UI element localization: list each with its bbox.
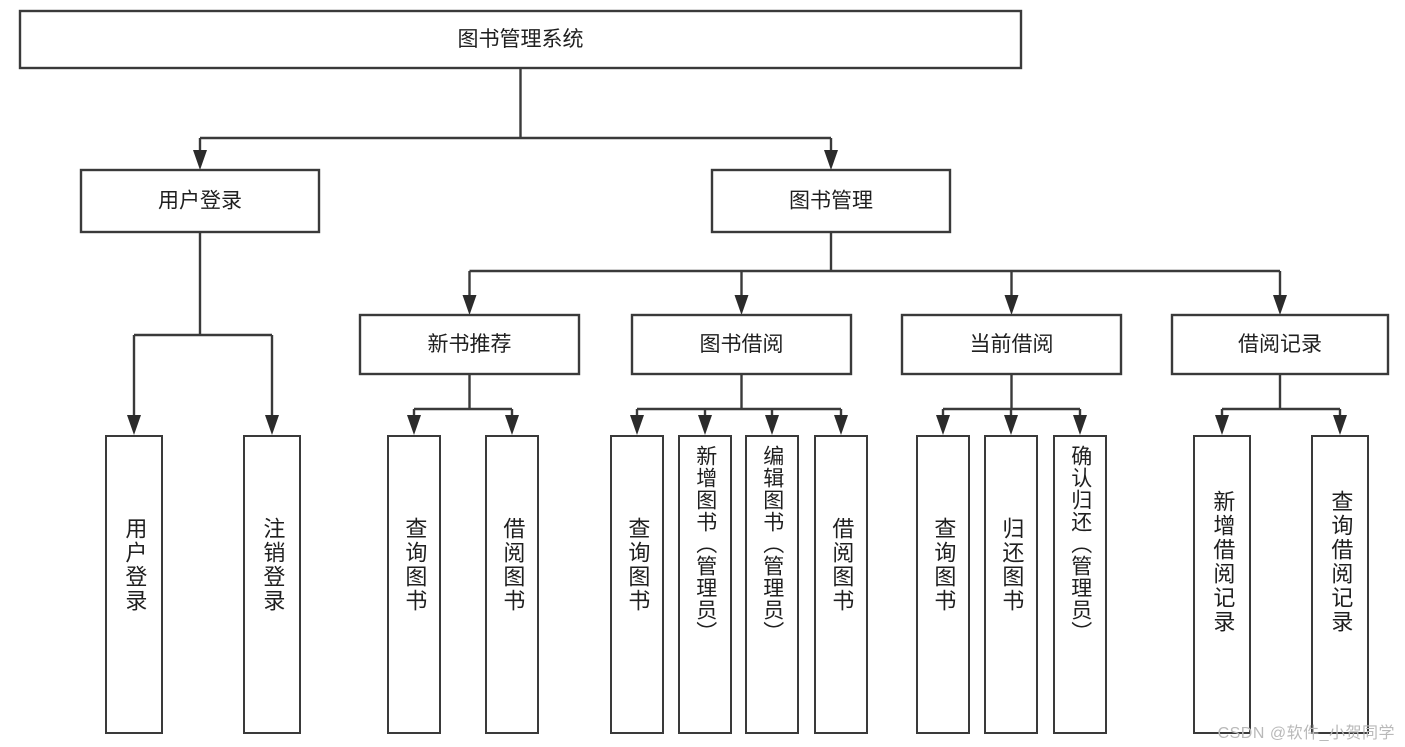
node-leaf-cur-return-book[interactable]: 归还图书 bbox=[984, 435, 1038, 734]
node-leaf-cur-return-book-label: 归还图书 bbox=[999, 517, 1025, 613]
node-leaf-borrow-edit-book-label: 编辑图书（管理员） bbox=[760, 445, 784, 643]
arrow-head-icon bbox=[1215, 415, 1229, 435]
node-book-manage[interactable]: 图书管理 bbox=[710, 168, 952, 234]
node-current-borrow-label: 当前借阅 bbox=[970, 333, 1054, 356]
node-leaf-cur-query-book-label: 查询图书 bbox=[931, 517, 957, 613]
arrow-head-icon bbox=[193, 150, 207, 170]
arrow-head-icon bbox=[824, 150, 838, 170]
arrow-head-icon bbox=[127, 415, 141, 435]
node-new-book-rec[interactable]: 新书推荐 bbox=[358, 313, 581, 376]
node-leaf-cur-confirm-return[interactable]: 确认归还（管理员） bbox=[1053, 435, 1107, 734]
node-user-login[interactable]: 用户登录 bbox=[79, 168, 321, 234]
arrow-head-icon bbox=[1073, 415, 1087, 435]
arrow-head-icon bbox=[265, 415, 279, 435]
node-leaf-rec-add-record-label: 新增借阅记录 bbox=[1210, 490, 1236, 634]
arrow-head-icon bbox=[698, 415, 712, 435]
node-current-borrow[interactable]: 当前借阅 bbox=[900, 313, 1123, 376]
node-leaf-user-logout-label: 注销登录 bbox=[260, 517, 286, 613]
node-leaf-user-login[interactable]: 用户登录 bbox=[105, 435, 163, 734]
node-leaf-rec-borrow-book[interactable]: 借阅图书 bbox=[485, 435, 539, 734]
node-leaf-rec-query-record[interactable]: 查询借阅记录 bbox=[1311, 435, 1369, 734]
csdn-watermark: CSDN @软件_小贺同学 bbox=[1217, 725, 1395, 742]
connector-lines bbox=[127, 68, 1347, 435]
arrow-head-icon bbox=[765, 415, 779, 435]
node-leaf-rec-query-book-label: 查询图书 bbox=[402, 517, 428, 613]
node-leaf-rec-query-record-label: 查询借阅记录 bbox=[1328, 490, 1354, 634]
arrow-head-icon bbox=[462, 295, 477, 315]
arrow-head-icon bbox=[834, 415, 848, 435]
node-leaf-rec-borrow-book-label: 借阅图书 bbox=[500, 517, 526, 613]
node-root[interactable]: 图书管理系统 bbox=[18, 9, 1023, 70]
node-leaf-cur-confirm-return-label: 确认归还（管理员） bbox=[1068, 445, 1092, 643]
arrow-head-icon bbox=[1273, 295, 1287, 315]
arrow-head-icon bbox=[1004, 415, 1018, 435]
arrow-head-icon bbox=[407, 415, 421, 435]
node-leaf-cur-query-book[interactable]: 查询图书 bbox=[916, 435, 970, 734]
node-leaf-borrow-borrow-book[interactable]: 借阅图书 bbox=[814, 435, 868, 734]
node-leaf-borrow-query-book-label: 查询图书 bbox=[625, 517, 651, 613]
node-leaf-borrow-borrow-book-label: 借阅图书 bbox=[829, 517, 855, 613]
node-root-label: 图书管理系统 bbox=[458, 28, 584, 51]
node-borrow-record-label: 借阅记录 bbox=[1238, 333, 1322, 356]
arrow-head-icon bbox=[1004, 295, 1019, 315]
node-leaf-user-login-label: 用户登录 bbox=[122, 517, 148, 613]
node-leaf-rec-query-book[interactable]: 查询图书 bbox=[387, 435, 441, 734]
node-book-borrow-label: 图书借阅 bbox=[700, 333, 784, 356]
arrow-head-icon bbox=[505, 415, 519, 435]
node-book-manage-label: 图书管理 bbox=[789, 190, 873, 213]
node-borrow-record[interactable]: 借阅记录 bbox=[1170, 313, 1390, 376]
node-leaf-borrow-add-book[interactable]: 新增图书（管理员） bbox=[678, 435, 732, 734]
node-leaf-borrow-query-book[interactable]: 查询图书 bbox=[610, 435, 664, 734]
arrow-head-icon bbox=[936, 415, 950, 435]
node-leaf-borrow-edit-book[interactable]: 编辑图书（管理员） bbox=[745, 435, 799, 734]
node-new-book-rec-label: 新书推荐 bbox=[428, 333, 512, 356]
arrow-head-icon bbox=[630, 415, 644, 435]
arrow-head-icon bbox=[1333, 415, 1347, 435]
arrow-head-icon bbox=[734, 295, 749, 315]
node-leaf-user-logout[interactable]: 注销登录 bbox=[243, 435, 301, 734]
node-leaf-rec-add-record[interactable]: 新增借阅记录 bbox=[1193, 435, 1251, 734]
node-leaf-borrow-add-book-label: 新增图书（管理员） bbox=[693, 445, 717, 643]
node-book-borrow[interactable]: 图书借阅 bbox=[630, 313, 853, 376]
node-user-login-label: 用户登录 bbox=[158, 190, 242, 213]
